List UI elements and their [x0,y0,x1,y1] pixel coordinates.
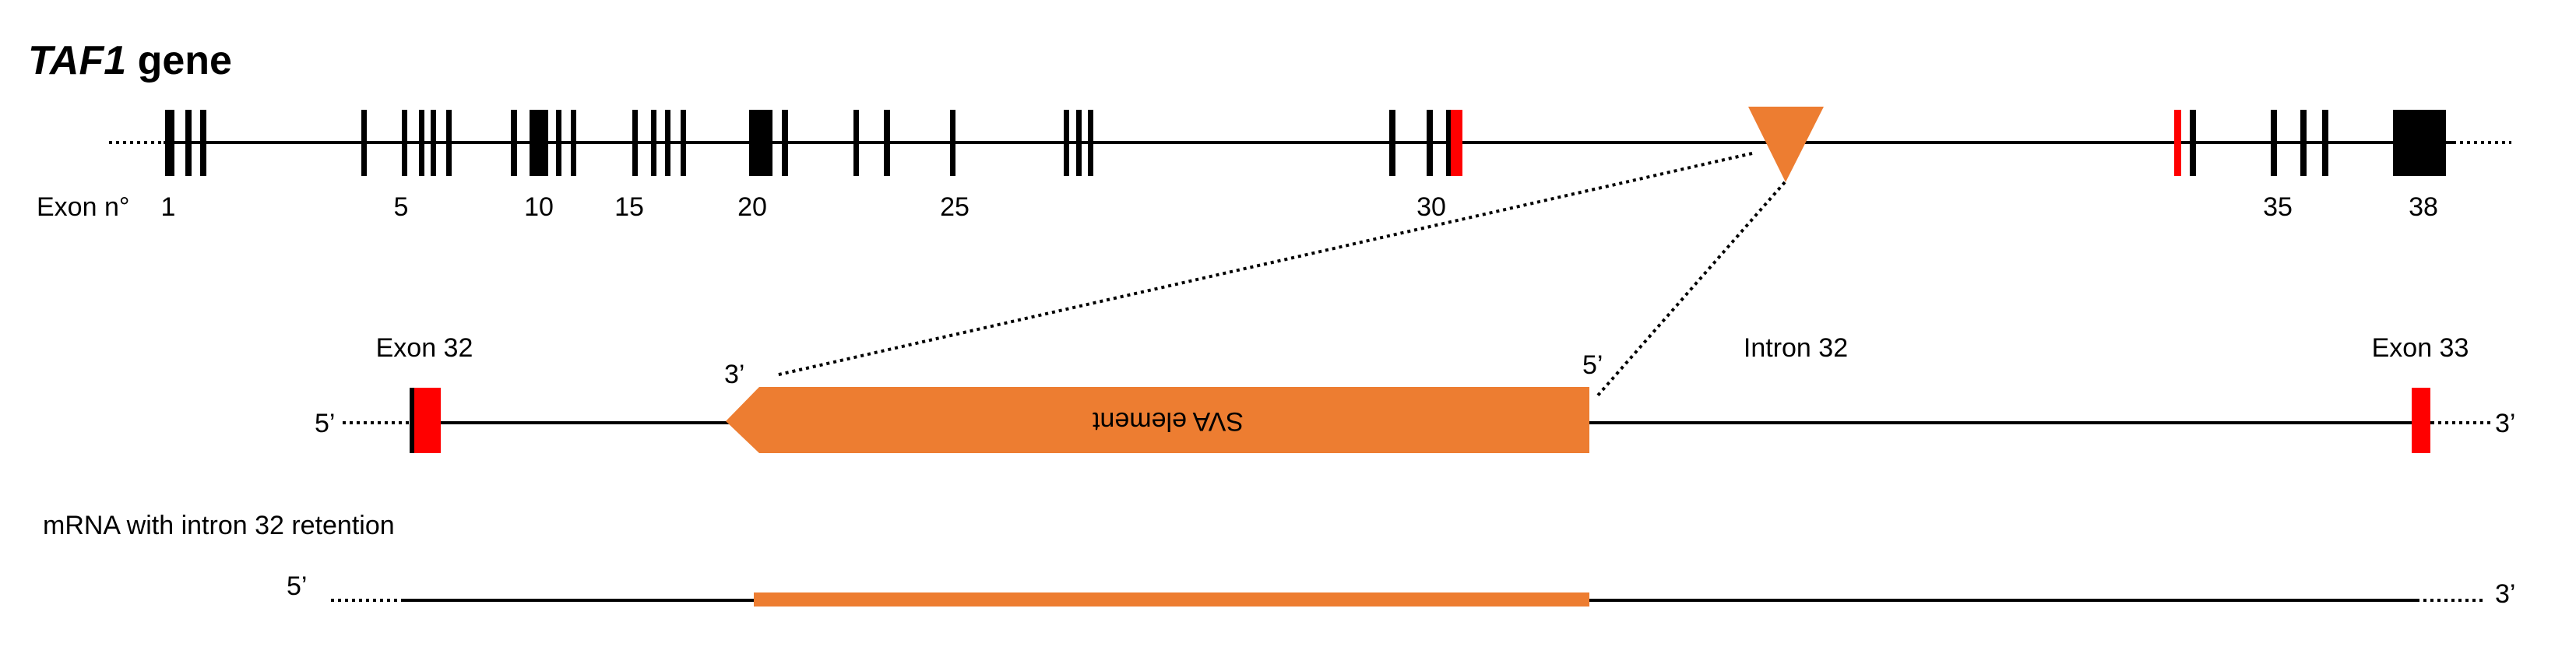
zoom-5prime-label: 5’ [315,409,335,438]
exon-number: 20 [737,192,767,222]
sva-element-arrow [726,387,1589,453]
exon-block [632,110,638,176]
intron-32-label: Intron 32 [1744,333,1848,363]
exon-number: 10 [524,192,554,222]
exon-block [651,110,656,176]
exon-number-axis: Exon n° 1 5 10 15 20 25 30 35 38 [37,192,2438,222]
mrna-label: mRNA with intron 32 retention [43,511,395,540]
mutant-exon-block [1451,110,1462,176]
mrna-track: mRNA with intron 32 retention 5’ 3’ [43,511,2515,609]
exon-block [2322,110,2328,176]
exon-block [511,110,517,176]
exon-block [749,110,772,176]
exon-block [361,110,367,176]
exon-33-block [2412,388,2430,453]
exon-33-label: Exon 33 [2372,333,2469,363]
exon-block [1088,110,1093,176]
exon-block [2271,110,2277,176]
gene-track [109,107,2511,182]
gene-title-suffix: gene [126,38,232,83]
exon-block [431,110,436,176]
exon-set [165,110,2446,176]
exon-block [556,110,561,176]
exon-block [2300,110,2307,176]
exon-block [419,110,424,176]
exon-32-boundary [410,388,414,453]
exon-block [853,110,859,176]
sva-5prime-label: 5’ [1582,350,1603,380]
gene-name: TAF1 [28,38,126,83]
exon-block [2190,110,2196,176]
exon-block [200,110,206,176]
mrna-3prime-label: 3’ [2495,579,2515,609]
exon-block [571,110,576,176]
exon-block [1446,110,1451,176]
exon-block [1427,110,1433,176]
zoomed-region: Exon 32 Exon 33 Intron 32 5’ 3’ SVA elem… [315,333,2515,453]
exon-axis-label: Exon n° [37,192,129,222]
figure-title: TAF1 gene [28,38,232,83]
mrna-5prime-label: 5’ [287,571,307,601]
exon-number: 38 [2409,192,2438,222]
exon-block [681,110,686,176]
exon-number: 25 [940,192,970,222]
zoom-connector-left [775,152,1753,377]
exon-number: 35 [2263,192,2293,222]
exon-block [782,110,788,176]
mutant-exon-block [2174,110,2181,176]
exon-number: 30 [1416,192,1446,222]
exon-block [1064,110,1069,176]
exon-number: 15 [614,192,644,222]
exon-number: 5 [394,192,409,222]
exon-block [446,110,452,176]
sva-3prime-label: 3’ [724,360,744,389]
exon-block [2393,110,2446,176]
zoom-3prime-label: 3’ [2495,409,2515,438]
exon-block [884,110,890,176]
zoom-connector-right [1595,181,1786,399]
exon-block [402,110,407,176]
exon-block [165,110,174,176]
exon-block [530,110,548,176]
exon-block [950,110,955,176]
exon-block [1076,110,1082,176]
exon-block [1389,110,1395,176]
exon-32-label: Exon 32 [376,333,473,363]
exon-block [665,110,670,176]
sva-element-label: SVA element [1092,406,1244,436]
exon-number: 1 [161,192,176,222]
exon-block [185,110,192,176]
insertion-site-marker [1748,107,1824,182]
exon-32-block [414,388,441,453]
retained-intron-segment [754,592,1589,607]
